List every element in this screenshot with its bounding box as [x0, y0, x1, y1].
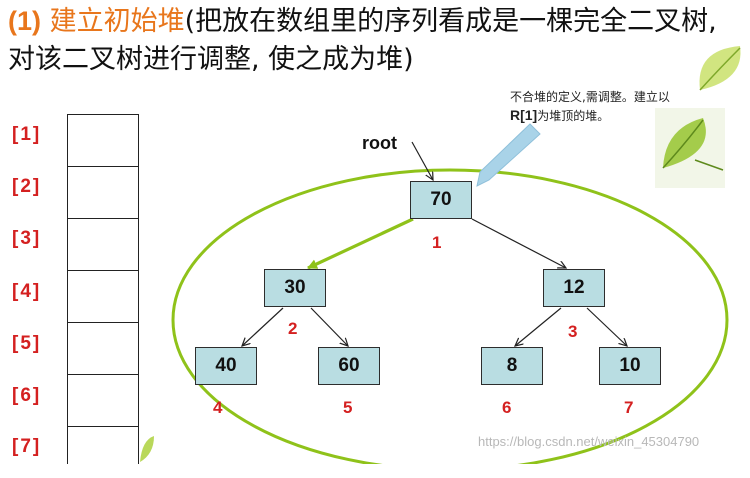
node-index: 5 [343, 398, 352, 418]
tree-node: 40 [195, 347, 257, 385]
edge-30-60 [311, 308, 348, 346]
edge-12-10 [587, 308, 627, 346]
node-index: 6 [502, 398, 511, 418]
node-index: 1 [432, 233, 441, 253]
edge-70-12 [472, 219, 566, 268]
node-index: 4 [213, 398, 222, 418]
edge-12-8 [515, 308, 561, 346]
note-text-1: 不合堆的定义,需调整。建立以 [510, 90, 670, 104]
tree-node: 70 [410, 181, 472, 219]
tree-node: 30 [264, 269, 326, 307]
node-index: 7 [624, 398, 633, 418]
note-emphasis: R[1] [510, 107, 537, 123]
edge-30-40 [242, 308, 283, 346]
tree-node: 10 [599, 347, 661, 385]
adjustment-note: 不合堆的定义,需调整。建立以 R[1]为堆顶的堆。 [510, 88, 688, 125]
root-label: root [362, 133, 397, 154]
tree-node: 8 [481, 347, 543, 385]
root-pointer-line [412, 142, 433, 180]
edge-70-30 [308, 219, 413, 268]
note-text-2: 为堆顶的堆。 [537, 109, 609, 123]
node-index: 3 [568, 322, 577, 342]
tree-diagram [0, 0, 750, 464]
tree-node: 12 [543, 269, 605, 307]
watermark: https://blog.csdn.net/weixin_45304790 [478, 434, 699, 449]
node-index: 2 [288, 319, 297, 339]
tree-node: 60 [318, 347, 380, 385]
